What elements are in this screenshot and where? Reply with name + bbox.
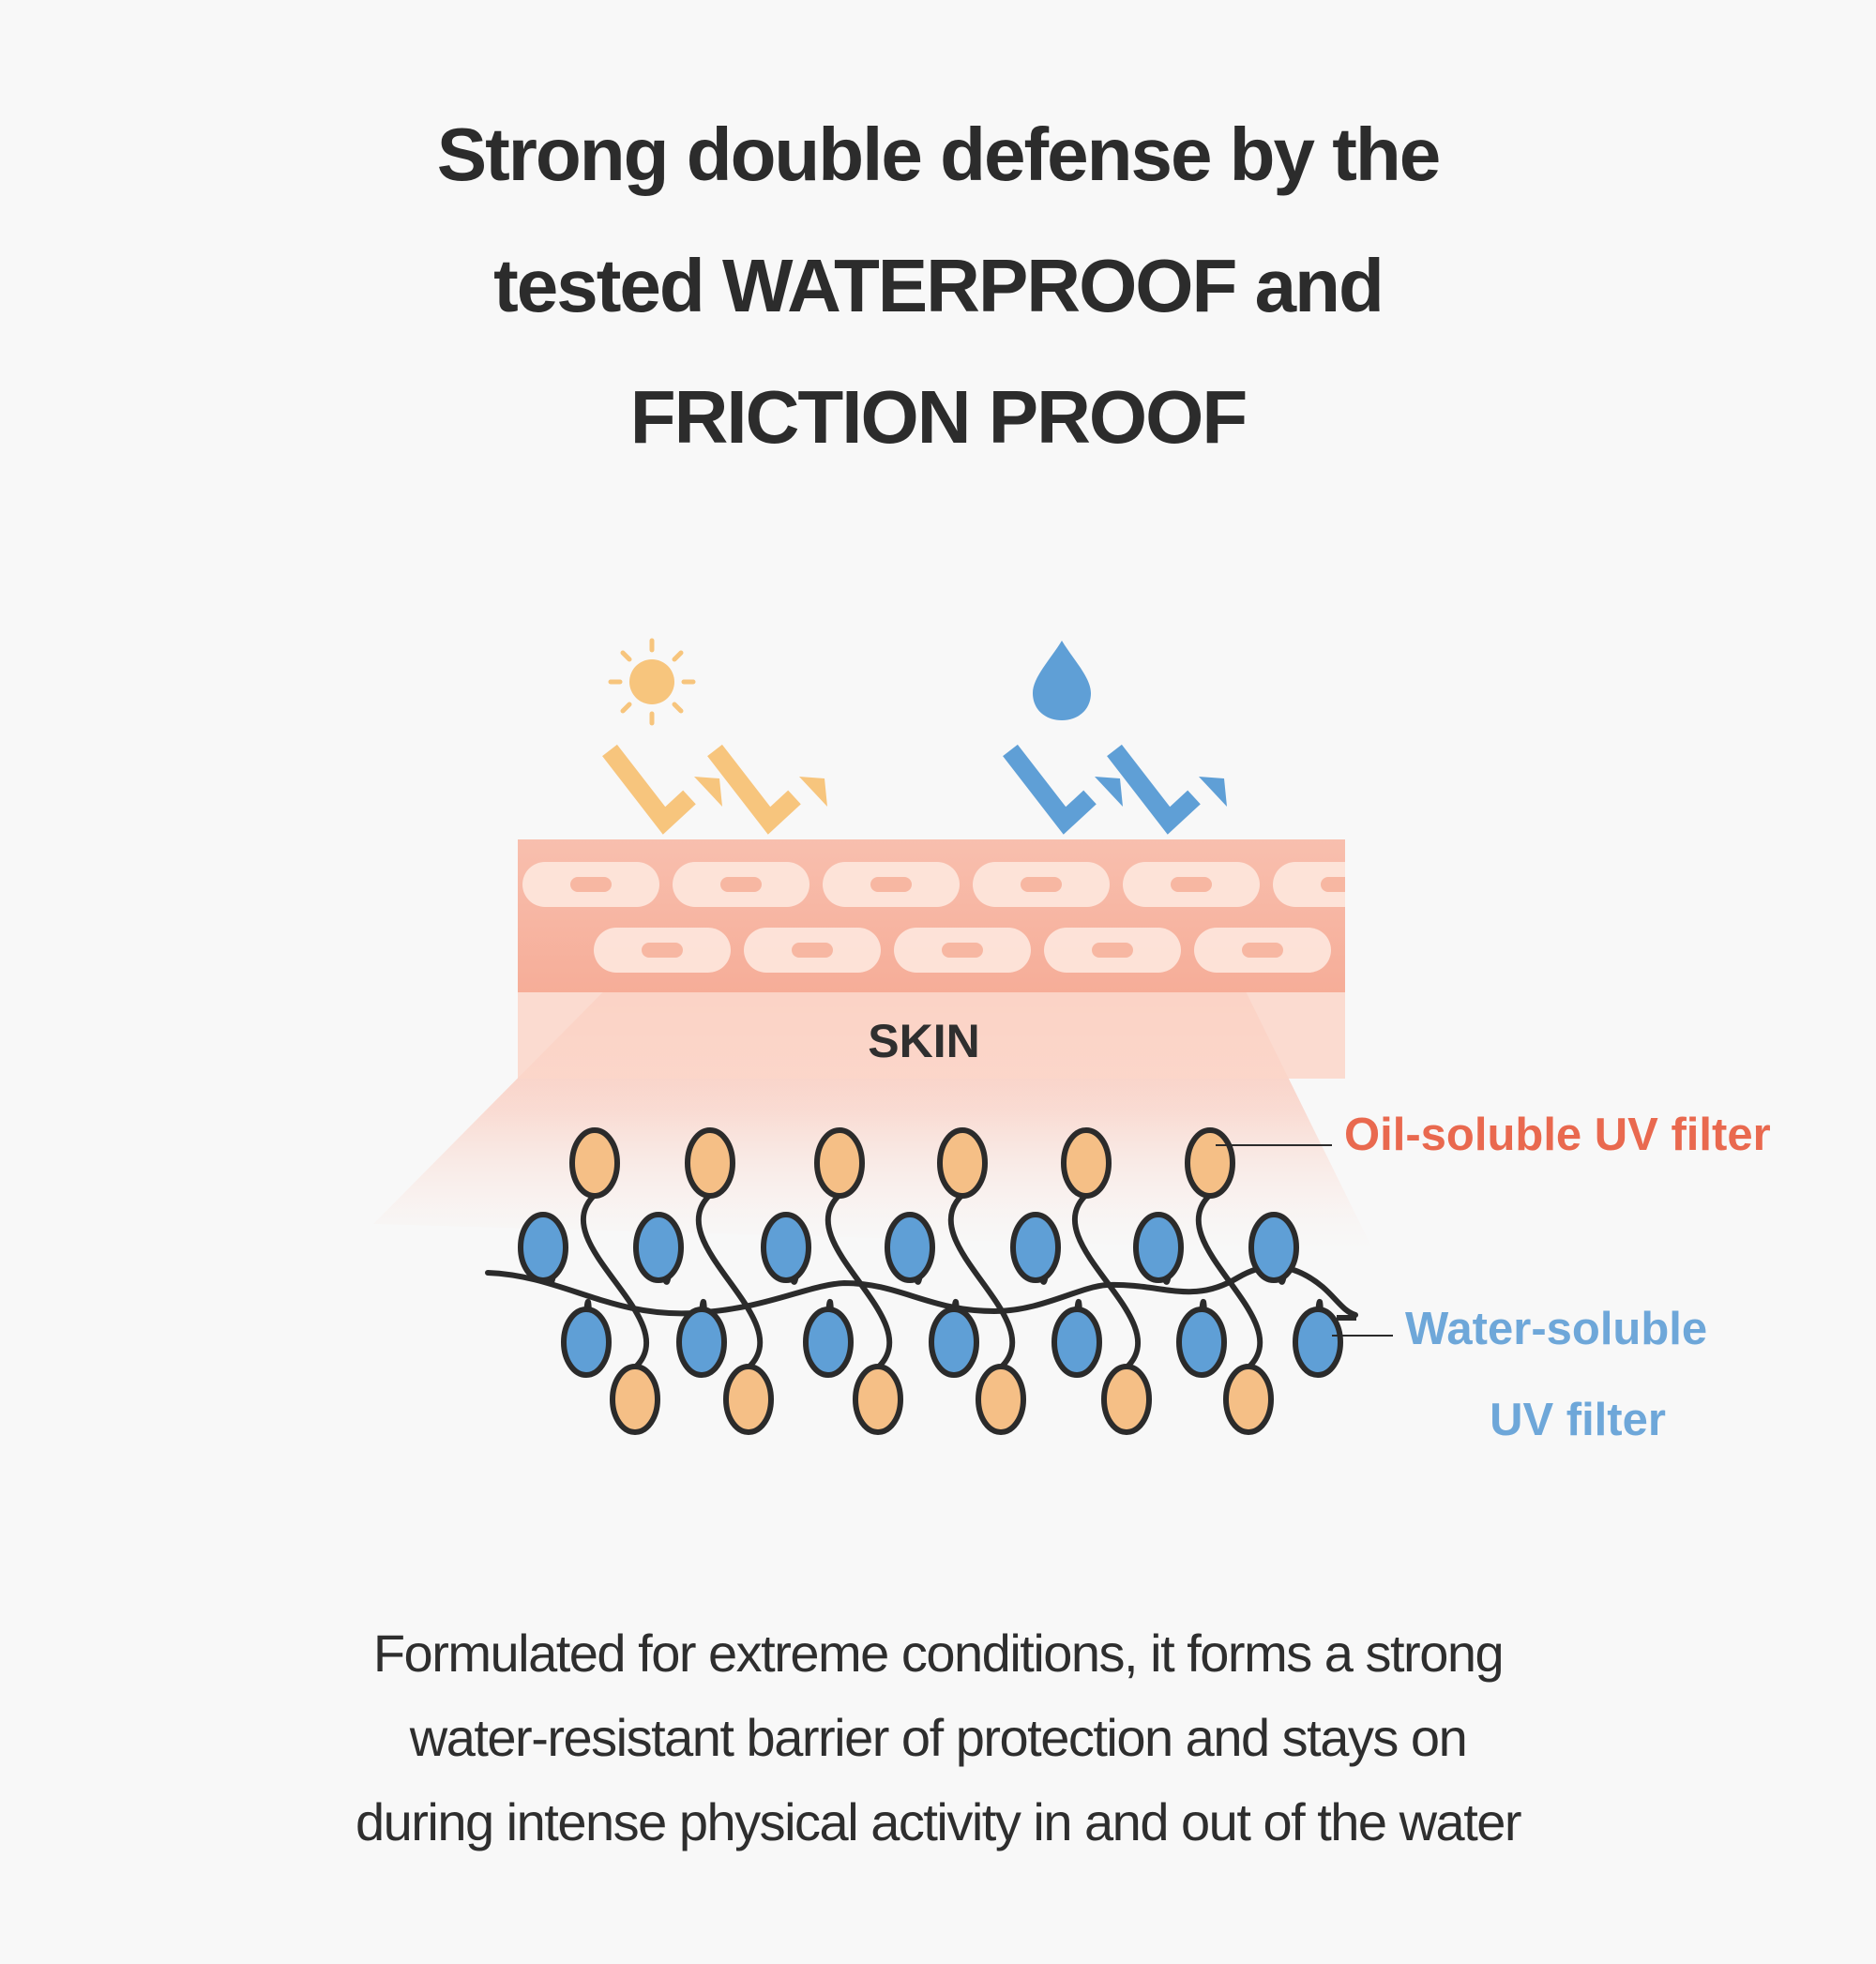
molecule-chain	[947, 1192, 1016, 1370]
skin-cell	[894, 928, 1031, 973]
water-drop-icon	[1033, 641, 1091, 720]
oil-filter-molecule	[814, 1127, 865, 1199]
oil-filter-molecule	[685, 1127, 735, 1199]
water-filter-molecule	[1293, 1307, 1343, 1378]
skin-cell	[744, 928, 881, 973]
oil-filter-molecule	[853, 1364, 903, 1435]
oil-filter-molecule	[723, 1364, 774, 1435]
description-line-3: during intense physical activity in and …	[355, 1792, 1522, 1851]
water-filter-molecule	[761, 1212, 811, 1283]
skin-label: SKIN	[868, 1015, 979, 1067]
molecule-chain	[1195, 1192, 1263, 1370]
headline-line-1: Strong double defense by the	[436, 113, 1442, 196]
water-filter-molecule	[1133, 1212, 1184, 1283]
skin-cell	[1194, 928, 1331, 973]
headline-line-2: tested WATERPROOF and	[493, 244, 1384, 327]
headline: Strong double defense by the tested WATE…	[0, 89, 1876, 483]
skin-lower-layer	[518, 992, 1345, 1079]
oil-filter-molecule	[610, 1364, 660, 1435]
water-filter-molecule	[803, 1307, 854, 1378]
oil-filter-molecule	[1185, 1127, 1235, 1199]
oil-soluble-label: Oil-soluble UV filter	[1344, 1110, 1771, 1160]
oil-filter-molecule	[569, 1127, 620, 1199]
sun-deflect-arrows	[602, 744, 827, 835]
deflect-arrow-icon	[707, 744, 827, 835]
skin-cell	[372, 928, 509, 973]
headline-line-3: FRICTION PROOF	[629, 375, 1248, 459]
skin-cell	[594, 928, 731, 973]
uv-filter-molecules	[485, 1127, 1358, 1435]
water-filter-molecule	[1010, 1212, 1061, 1283]
skin-cell	[823, 862, 960, 907]
water-filter-molecule	[1051, 1307, 1102, 1378]
water-soluble-label-line-2: UV filter	[1490, 1395, 1666, 1445]
water-filter-molecule	[929, 1307, 979, 1378]
water-filter-molecule	[518, 1212, 568, 1283]
water-filter-molecule	[561, 1307, 612, 1378]
description: Formulated for extreme conditions, it fo…	[0, 1611, 1876, 1865]
oil-filter-molecule	[1101, 1364, 1152, 1435]
skin-cell	[1273, 862, 1345, 907]
deflect-arrow-icon	[1107, 744, 1227, 835]
sun-icon	[608, 638, 696, 726]
skin-cell	[522, 862, 659, 907]
skin-cell	[673, 862, 809, 907]
water-filter-molecule	[676, 1307, 727, 1378]
oil-filter-molecule	[1223, 1364, 1274, 1435]
skin-cells	[372, 862, 1345, 973]
molecule-chain	[580, 1192, 650, 1370]
skin-layer	[372, 839, 1345, 1079]
water-filter-molecule	[633, 1212, 684, 1283]
water-filter-molecule	[1176, 1307, 1227, 1378]
skin-cell	[1044, 928, 1181, 973]
oil-filter-molecule	[1061, 1127, 1112, 1199]
molecule-chain	[1071, 1192, 1142, 1370]
molecule-chain	[825, 1192, 893, 1370]
description-line-1: Formulated for extreme conditions, it fo…	[372, 1624, 1505, 1683]
deflect-arrow-icon	[602, 744, 722, 835]
oil-filter-molecule	[937, 1127, 988, 1199]
description-line-2: water-resistant barrier of protection an…	[409, 1708, 1468, 1767]
skin-cell	[973, 862, 1110, 907]
water-deflect-arrows	[1003, 744, 1227, 835]
oil-filter-molecule	[976, 1364, 1026, 1435]
deflect-arrow-icon	[1003, 744, 1123, 835]
water-soluble-label-line-1: Water-soluble	[1405, 1304, 1707, 1354]
water-filter-molecule	[885, 1212, 935, 1283]
water-filter-molecule	[1248, 1212, 1299, 1283]
skin-cell	[1123, 862, 1260, 907]
molecule-chain	[695, 1192, 764, 1370]
